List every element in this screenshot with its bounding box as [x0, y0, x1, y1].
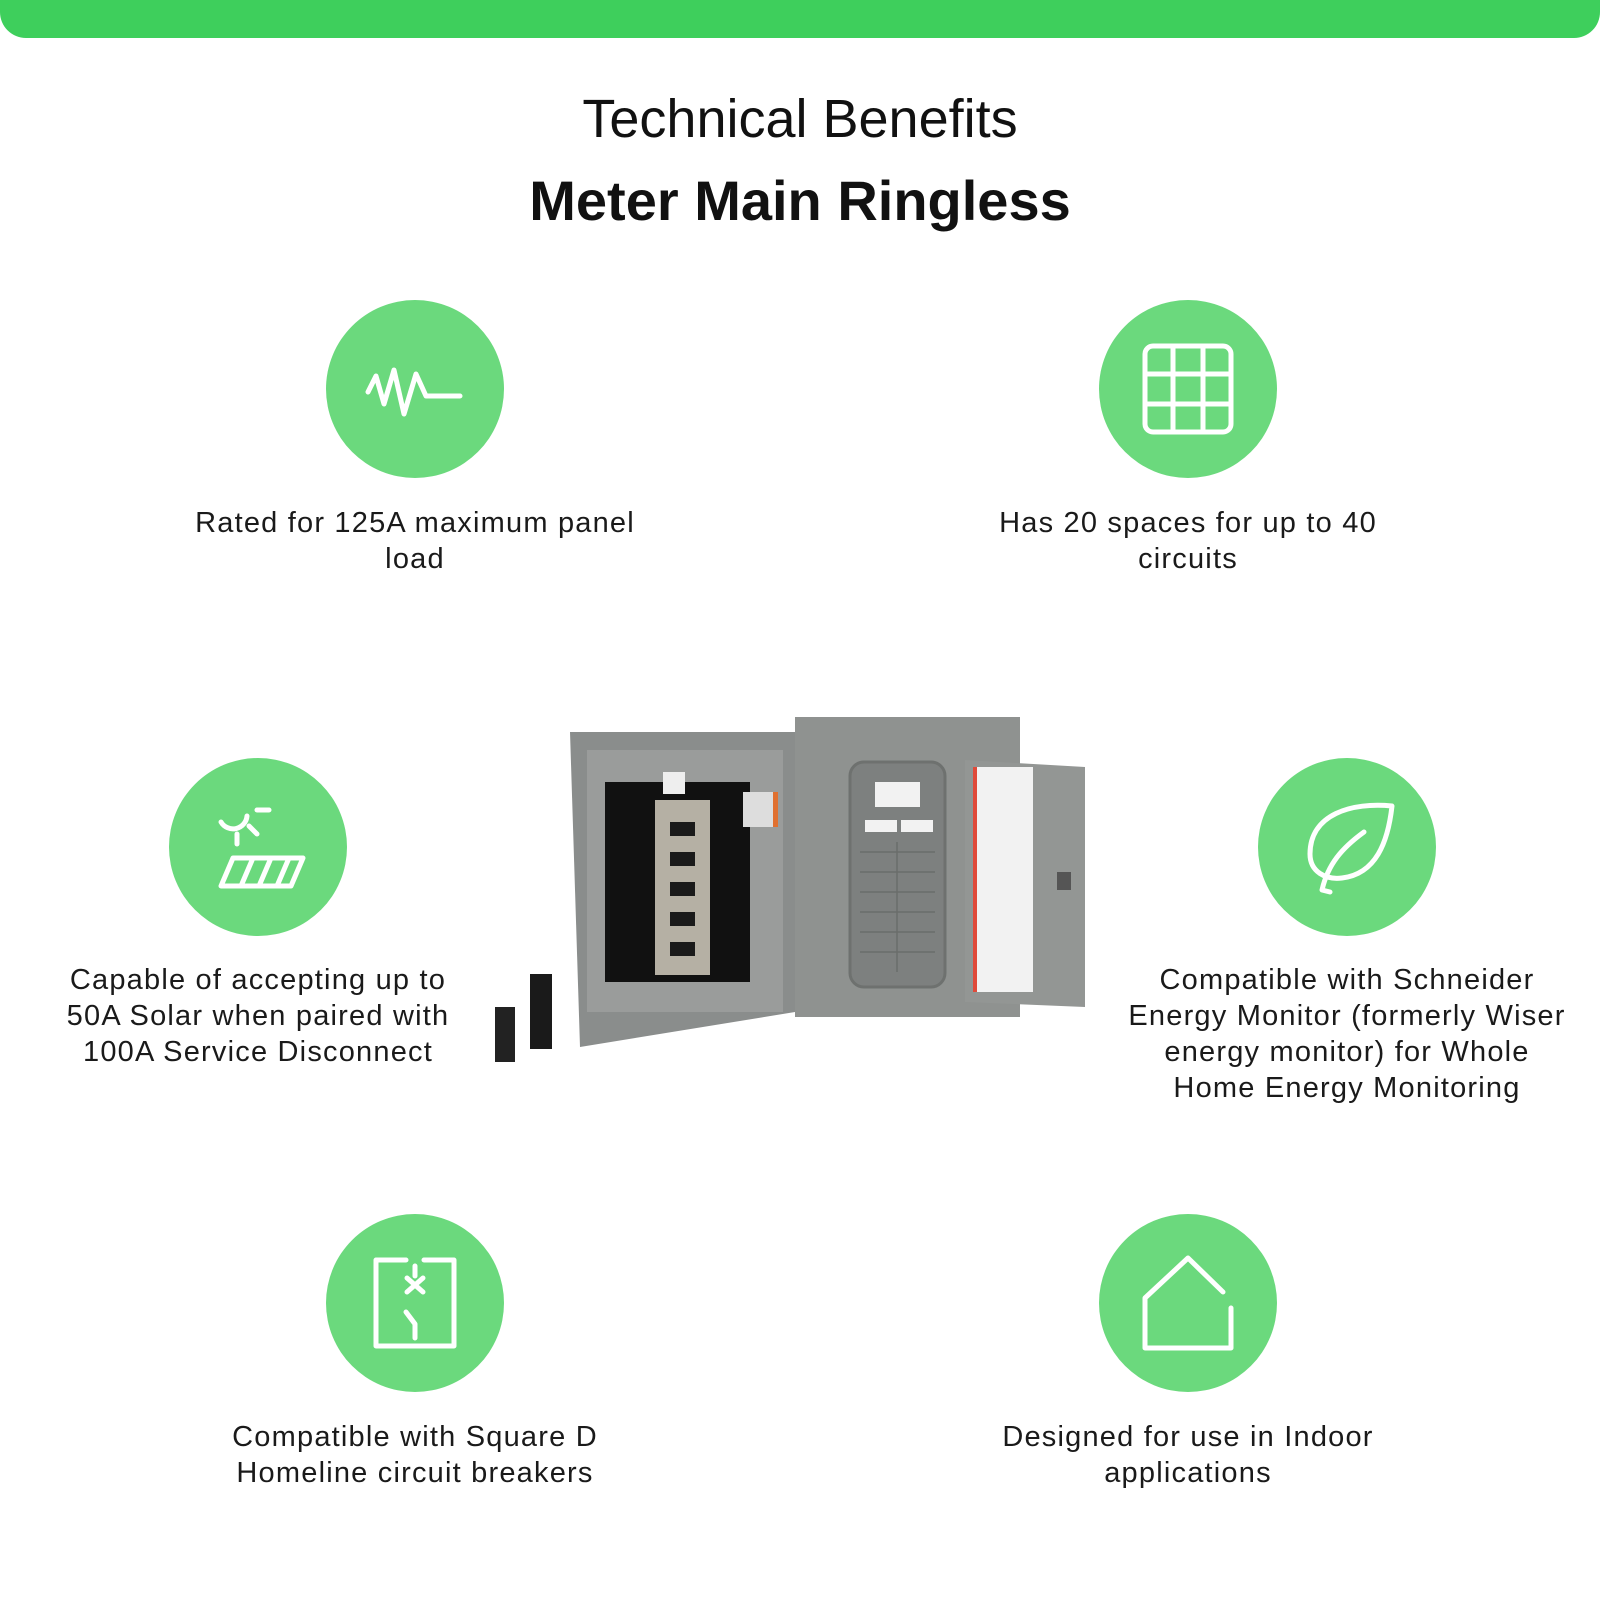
leaf-icon	[1258, 758, 1436, 936]
benefit-text-panel-load: Rated for 125A maximum panel load	[195, 507, 635, 575]
waveform-icon	[326, 300, 504, 478]
benefit-text-solar: Capable of accepting up to 50A Solar whe…	[66, 964, 450, 1068]
circuit-breaker-icon	[326, 1214, 504, 1392]
house-icon	[1099, 1214, 1277, 1392]
benefit-text-circuits: Has 20 spaces for up to 40 circuits	[999, 507, 1377, 575]
page-subtitle: Meter Main Ringless	[529, 169, 1071, 232]
solar-panel-icon	[169, 758, 347, 936]
breaker-image	[530, 974, 552, 1049]
page-title: Technical Benefits	[582, 89, 1018, 149]
load-center-product-image	[495, 717, 1085, 1062]
benefit-text-energy-monitor: Compatible with Schneider Energy Monitor…	[1128, 964, 1566, 1104]
breaker-image	[495, 1007, 515, 1062]
benefit-text-indoor: Designed for use in Indoor applications	[1002, 1421, 1374, 1489]
grid-icon	[1099, 300, 1277, 478]
benefit-text-breakers: Compatible with Square D Homeline circui…	[232, 1421, 598, 1489]
top-accent-bar	[0, 0, 1600, 38]
